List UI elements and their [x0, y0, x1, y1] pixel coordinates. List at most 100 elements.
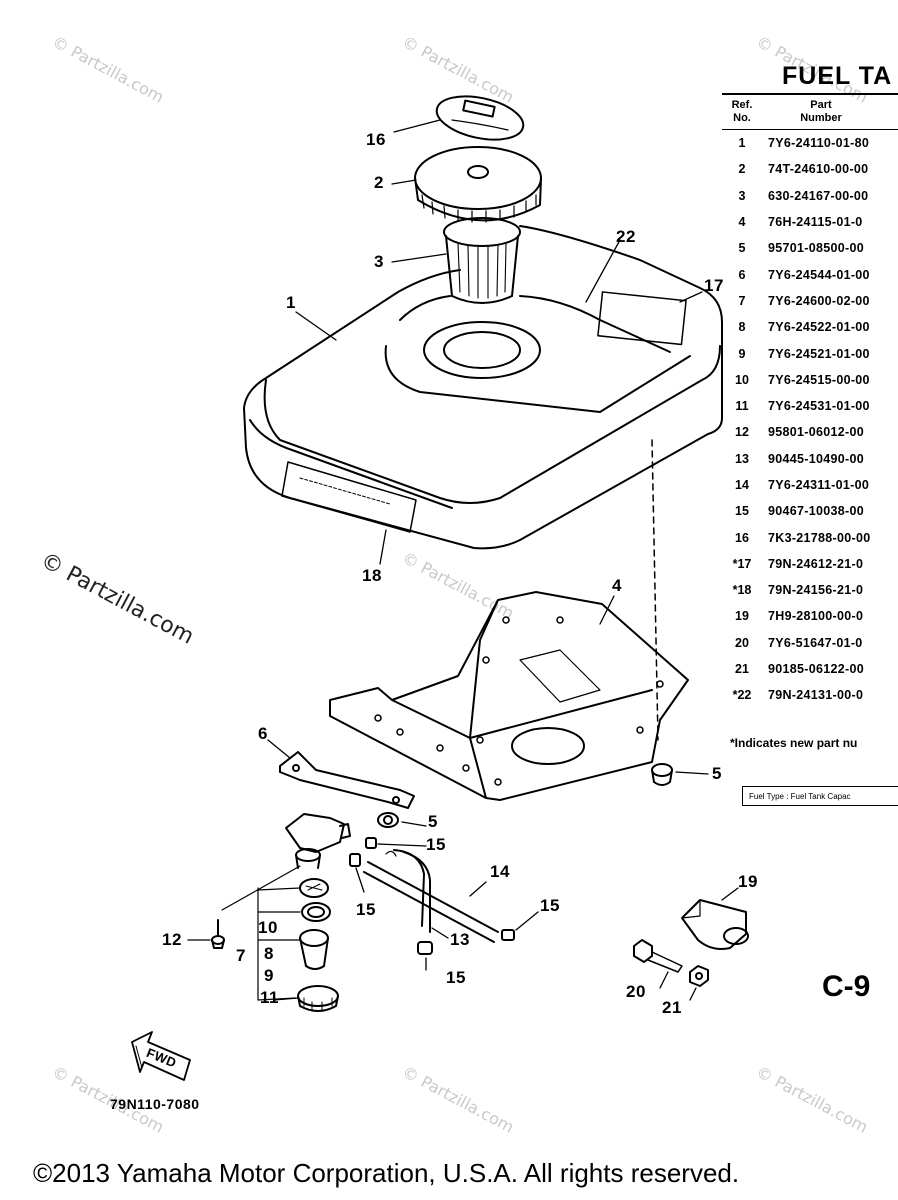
callout-15a: 15 [426, 835, 446, 854]
callout-5b: 5 [428, 812, 438, 831]
callout-13: 13 [450, 930, 470, 949]
ref-number: 3 [738, 188, 746, 203]
part-number: 90467-10038-00 [768, 504, 864, 519]
callout-16: 16 [366, 130, 386, 149]
callout-1: 1 [286, 293, 296, 312]
ref-number: 21 [735, 662, 749, 677]
fwd-arrow-drawing [131, 1031, 191, 1081]
table-row: 1 7Y6-24110-01-80 [722, 130, 898, 156]
grommet-5-drawing [651, 763, 673, 786]
table-row: *22 79N-24131-00-0 [722, 682, 898, 708]
callout-7: 7 [236, 946, 246, 965]
ref-number: 15 [735, 504, 749, 519]
table-row: 4 76H-24115-01-0 [722, 209, 898, 235]
ref-number: 14 [735, 478, 749, 492]
ref-number: 19 [735, 609, 749, 624]
holder-19-drawing [681, 899, 749, 950]
ref-number: *17 [732, 556, 752, 571]
table-row: 14 7Y6-24311-01-00 [722, 472, 898, 498]
part-number: 7Y6-24531-01-00 [768, 399, 870, 414]
part-number: 7Y6-24110-01-80 [768, 136, 870, 151]
diagram-title: FUEL TA [782, 62, 893, 90]
callout-15b: 15 [356, 900, 376, 919]
ref-number: *18 [732, 583, 752, 598]
table-row: 8 7Y6-24522-01-00 [722, 314, 898, 340]
table-row: 6 7Y6-24544-01-00 [722, 261, 898, 287]
fuel-spec-box: Fuel Type : Fuel Tank Capac [742, 786, 898, 806]
ref-number: 8 [738, 320, 746, 335]
filter-9-drawing [299, 929, 329, 970]
callout-15c: 15 [540, 896, 560, 915]
callout-22: 22 [616, 227, 636, 246]
title-rule [722, 93, 898, 95]
callout-18: 18 [362, 566, 382, 585]
part-number: 7Y6-24311-01-00 [768, 478, 870, 492]
part-number: 74T-24610-00-00 [768, 162, 869, 177]
page-code: C-9 [822, 970, 871, 1003]
part-number: 7H9-28100-00-0 [768, 609, 864, 624]
ref-number: 10 [735, 372, 749, 387]
decal-16-drawing [435, 95, 525, 141]
hose-14-drawing [363, 849, 499, 943]
ref-number: 1 [738, 136, 746, 151]
table-row: *18 79N-24156-21-0 [722, 577, 898, 603]
part-number: 95701-08500-00 [768, 241, 864, 256]
bracket-4-drawing [329, 591, 689, 801]
screw-12-drawing [211, 919, 225, 949]
diagram-code: 79N110-7080 [110, 1096, 200, 1112]
fuel-cock-drawing [285, 813, 351, 869]
table-header: Ref. No. Part Number [722, 99, 898, 130]
part-number: 7Y6-24521-01-00 [768, 346, 870, 361]
ref-number: 20 [735, 635, 749, 650]
fuel-cap-drawing [414, 146, 542, 223]
part-number: 79N-24156-21-0 [768, 583, 864, 598]
callout-6: 6 [258, 724, 268, 743]
callout-14: 14 [490, 862, 510, 881]
ref-number: 13 [735, 451, 749, 466]
grommet-5b-drawing [377, 812, 399, 828]
part-number: 79N-24612-21-0 [768, 556, 864, 571]
clip-15-drawing [349, 837, 515, 955]
callout-17: 17 [704, 276, 724, 295]
copyright-notice: ©2013 Yamaha Motor Corporation, U.S.A. A… [33, 1158, 740, 1188]
ref-number: 6 [738, 267, 746, 282]
part-number: 7K3-21788-00-00 [768, 530, 871, 545]
strainer-drawing [443, 217, 521, 304]
leader-lines [187, 119, 739, 1001]
part-number: 7Y6-24544-01-00 [768, 267, 870, 282]
callout-12: 12 [162, 930, 182, 949]
ref-number: 12 [735, 425, 749, 440]
ref-number: *22 [732, 688, 752, 703]
ref-number: 4 [738, 215, 746, 230]
ref-number: 2 [738, 162, 746, 177]
part-number: 76H-24115-01-0 [768, 215, 863, 230]
part-number: 7Y6-24600-02-00 [768, 293, 870, 308]
callout-11: 11 [260, 988, 279, 1007]
new-part-note: *Indicates new part nu [730, 736, 858, 750]
callout-3: 3 [374, 252, 384, 271]
callout-8: 8 [264, 944, 274, 963]
callout-9: 9 [264, 966, 274, 985]
callout-2: 2 [374, 173, 384, 192]
ref-number: 11 [735, 399, 749, 414]
nut-11-drawing [297, 985, 339, 1012]
table-row: 15 90467-10038-00 [722, 498, 898, 524]
table-row: 19 7H9-28100-00-0 [722, 603, 898, 629]
mounting-line [651, 439, 659, 741]
ref-number: 5 [738, 241, 746, 256]
plate-6-drawing [279, 751, 415, 809]
part-number: 7Y6-24522-01-00 [768, 320, 870, 335]
parts-table: Ref. No. Part Number 1 7Y6-24110-01-80 2 74… [722, 99, 898, 709]
table-row: 11 7Y6-24531-01-00 [722, 393, 898, 419]
part-number: 79N-24131-00-0 [768, 688, 864, 703]
callout-5: 5 [712, 764, 722, 783]
